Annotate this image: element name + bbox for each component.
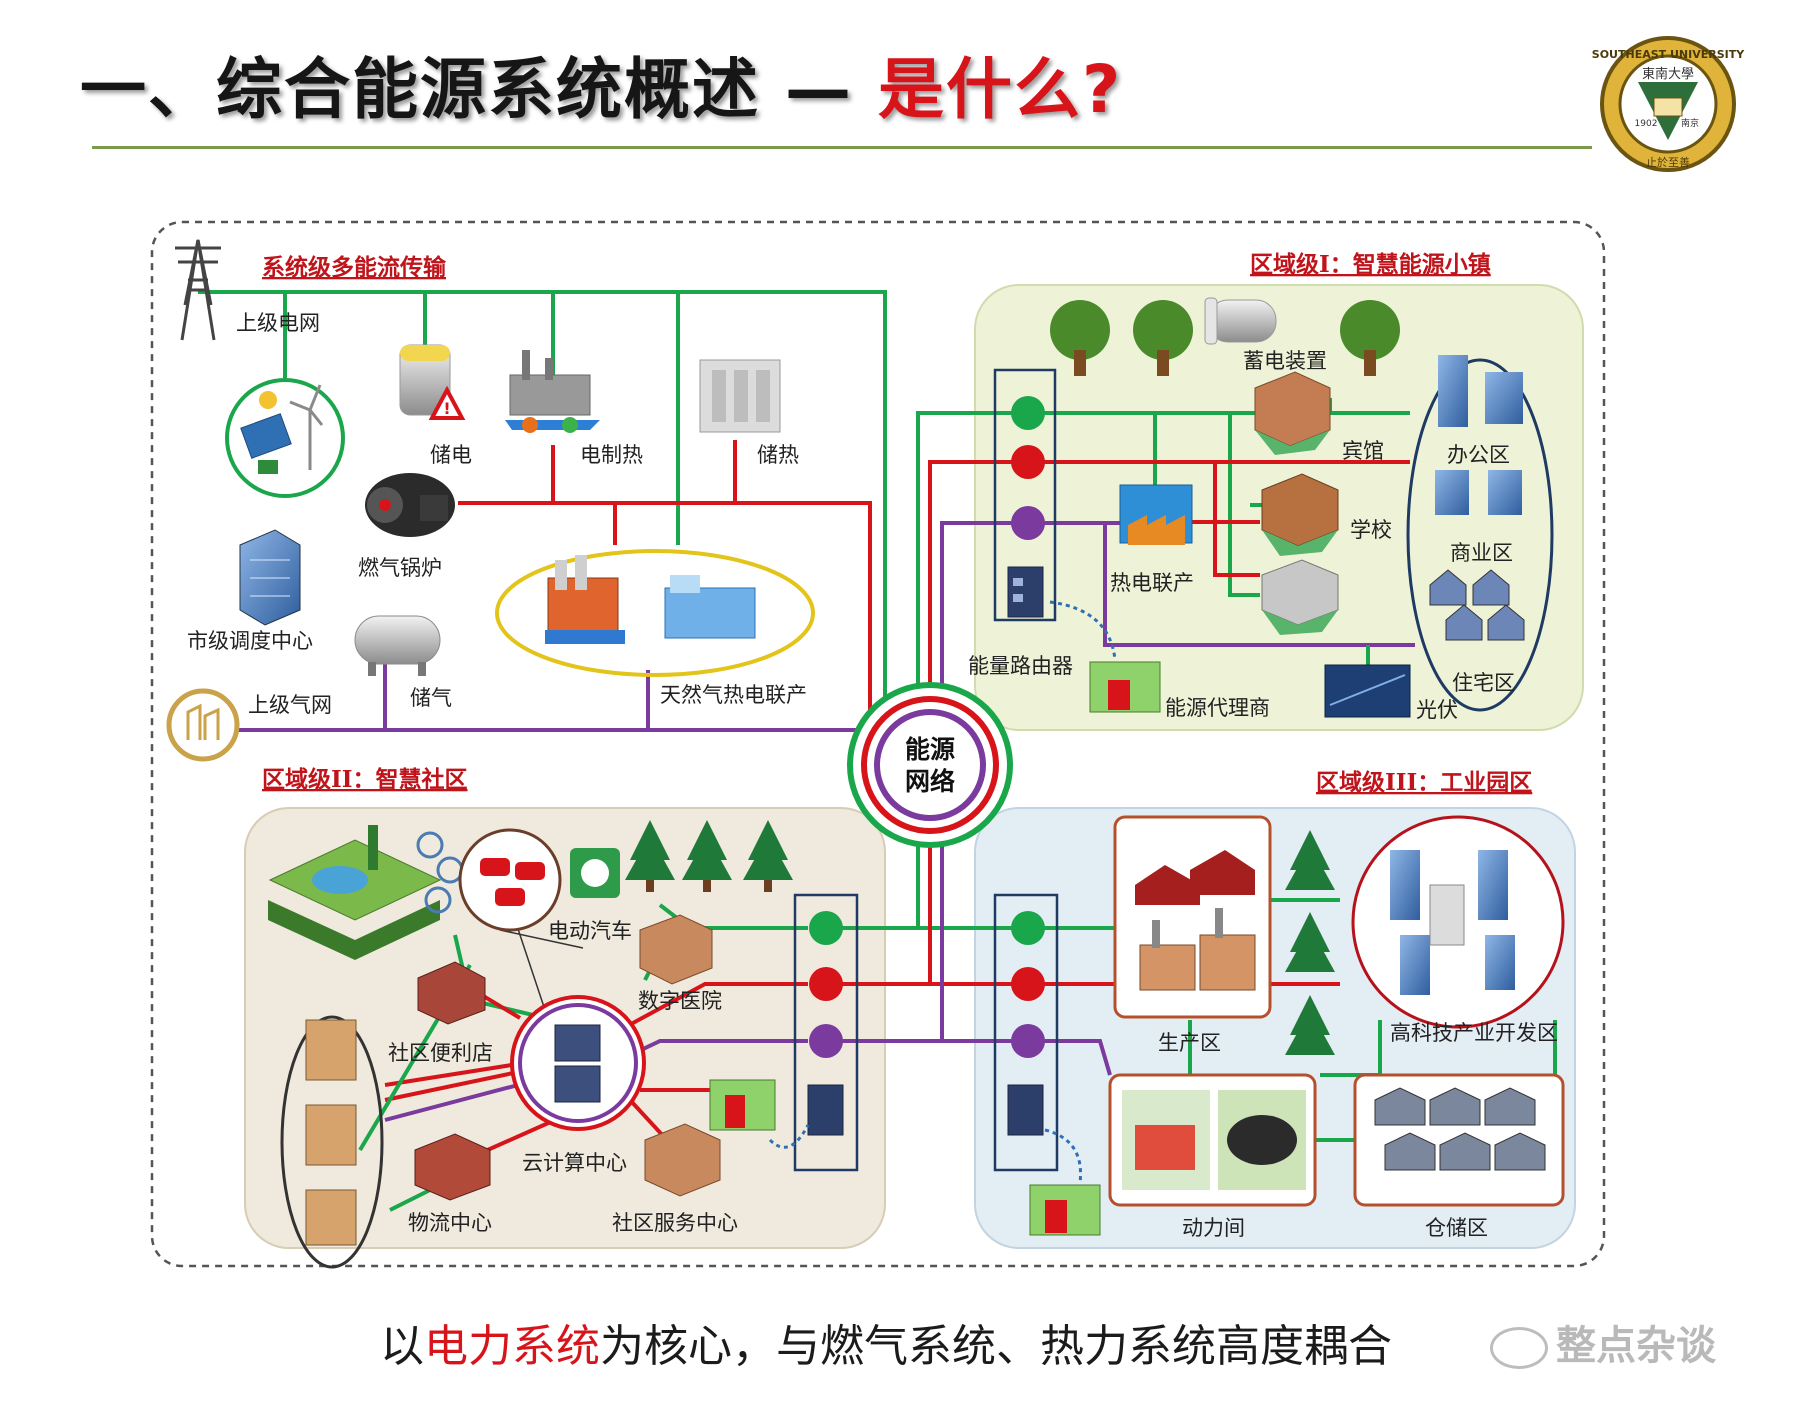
hospital-icon <box>639 914 713 985</box>
label-agent: 能源代理商 <box>1165 696 1270 720</box>
logo-cn: 東南大學 <box>1642 66 1694 82</box>
agent-region2-icon <box>709 1079 776 1131</box>
trees-region2 <box>625 820 793 892</box>
power-room-icon <box>1108 1073 1317 1207</box>
dispatch-center-icon <box>239 529 301 626</box>
renewable-icon <box>225 378 345 498</box>
agent-icon <box>1049 600 1161 713</box>
production-area-icon <box>1113 815 1272 1019</box>
caption: 以电力系统为核心，与燃气系统、热力系统高度耦合 <box>380 1310 1392 1374</box>
label-router: 能量路由器 <box>968 654 1073 678</box>
router-column-region2 <box>768 893 859 1172</box>
label-hotel: 宾馆 <box>1342 439 1384 463</box>
ev-charging-icon <box>570 848 620 898</box>
label-storage-gas: 储气 <box>410 686 452 710</box>
cloud-center-icon <box>510 995 646 1131</box>
hitech-zone-icon <box>1351 815 1565 1029</box>
watermark-text: 整点杂谈 <box>1556 1323 1716 1369</box>
gas-boiler-icon <box>365 473 455 537</box>
service-center-icon <box>644 1123 721 1197</box>
label-power-room: 动力间 <box>1182 1216 1245 1240</box>
label-service: 社区服务中心 <box>612 1211 738 1235</box>
caption-highlight: 电力系统 <box>424 1321 600 1372</box>
label-production: 生产区 <box>1158 1031 1221 1055</box>
label-storage-elec: 储电 <box>430 443 472 467</box>
park-icon <box>268 825 442 960</box>
caption-post: 为核心，与燃气系统、热力系统高度耦合 <box>600 1321 1392 1372</box>
label-gas-boiler: 燃气锅炉 <box>358 556 442 580</box>
watermark: 整点杂谈 <box>1490 1313 1716 1371</box>
warehouse-icon <box>1353 1073 1565 1207</box>
energy-network-hub: 能源 网络 <box>847 682 1013 848</box>
storage-device-icon <box>1204 297 1277 345</box>
pv-panel-icon <box>1324 664 1411 718</box>
store-icon <box>417 961 486 1025</box>
logo-year-right: 南京 <box>1681 117 1699 129</box>
label-hospital: 数字医院 <box>638 989 722 1013</box>
section-region2: 区域级II：智慧社区 <box>262 766 468 793</box>
label-cloud: 云计算中心 <box>522 1151 627 1175</box>
gas-tank-icon <box>354 615 441 676</box>
label-logistics: 物流中心 <box>408 1211 492 1235</box>
district-ellipse <box>1406 355 1554 712</box>
label-school: 学校 <box>1350 518 1392 542</box>
ev-fleet-icon <box>458 828 562 932</box>
hub-label-line1: 能源 <box>905 735 955 764</box>
router-column-region3 <box>993 893 1101 1236</box>
gas-grid-icon <box>166 688 240 762</box>
section-region1: 区域级I：智慧能源小镇 <box>1250 251 1491 278</box>
router-column <box>993 368 1057 622</box>
label-upper-gas: 上级气网 <box>248 693 332 717</box>
title-main: 一、综合能源系统概述 — <box>80 51 878 128</box>
label-elec-heat: 电制热 <box>580 443 643 467</box>
hub-label-line2: 网络 <box>905 767 955 796</box>
label-office: 办公区 <box>1447 443 1510 467</box>
region3-lines <box>1030 898 1557 1142</box>
page-title: 一、综合能源系统概述 — 是什么? <box>80 36 1122 132</box>
battery-storage-icon: ! <box>399 344 466 420</box>
section-system-level: 系统级多能流传输 <box>262 254 447 281</box>
label-residential: 住宅区 <box>1452 671 1515 695</box>
label-pv: 光伏 <box>1416 698 1458 722</box>
system-red-lines <box>458 440 872 720</box>
trees-region1 <box>1050 300 1400 376</box>
label-store: 社区便利店 <box>388 1041 493 1065</box>
logo-motto: 止於至善 <box>1646 155 1690 169</box>
title-divider <box>92 146 1592 149</box>
section-region3: 区域级III：工业园区 <box>1316 769 1532 796</box>
label-commercial: 商业区 <box>1450 541 1513 565</box>
hub-links <box>830 411 1025 1043</box>
label-ev: 电动汽车 <box>548 919 632 943</box>
label-dispatch: 市级调度中心 <box>187 629 313 653</box>
apartments-ellipse <box>280 1015 384 1269</box>
chp-plant-icon <box>1119 484 1193 545</box>
school-icon <box>1261 473 1339 556</box>
logo-year-left: 1902 <box>1635 119 1658 129</box>
electric-heater-icon <box>505 350 600 433</box>
label-storage-device: 蓄电装置 <box>1243 349 1327 373</box>
label-storage-heat: 储热 <box>757 443 799 467</box>
power-tower-icon <box>175 239 221 341</box>
label-chp-gas: 天然气热电联产 <box>660 683 807 707</box>
label-chp: 热电联产 <box>1110 571 1194 595</box>
label-upper-grid: 上级电网 <box>236 311 320 335</box>
trees-region3 <box>1285 830 1335 1055</box>
svg-text:!: ! <box>443 399 450 418</box>
wechat-icon <box>1490 1327 1548 1369</box>
hotel-icon <box>1254 371 1331 455</box>
university-logo: 東南大學 1902 南京 SOUTHEAST UNIVERSITY 止於至善 <box>1592 36 1745 172</box>
chp-ellipse <box>495 549 815 677</box>
logo-ring-text: SOUTHEAST UNIVERSITY <box>1592 48 1745 61</box>
heat-storage-icon <box>699 359 781 433</box>
office-building-icon <box>1261 559 1339 635</box>
label-warehouse: 仓储区 <box>1425 1216 1488 1240</box>
outer-frame <box>150 220 1606 1268</box>
title-highlight: 是什么? <box>877 51 1123 128</box>
label-hitech: 高科技产业开发区 <box>1390 1021 1558 1045</box>
logistics-icon <box>414 1133 491 1201</box>
caption-pre: 以 <box>380 1321 424 1372</box>
